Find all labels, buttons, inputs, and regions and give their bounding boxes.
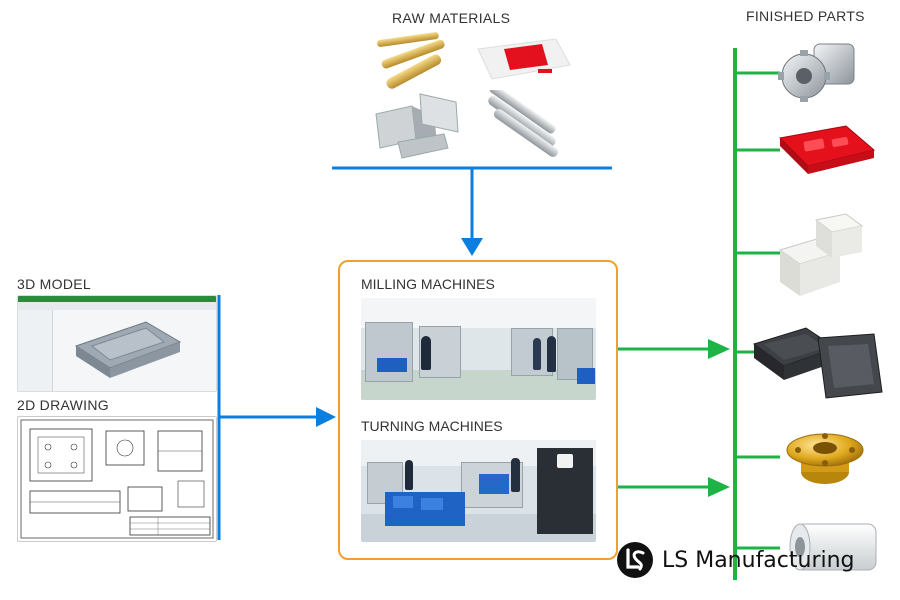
milling-machines-photo	[361, 298, 596, 400]
red-housing-part	[778, 125, 876, 174]
worker-5	[511, 458, 520, 492]
ls-logo-icon	[617, 542, 653, 578]
turning-machines-label: TURNING MACHINES	[361, 418, 503, 434]
milling-output-arrowhead	[708, 339, 730, 359]
cad-ribbon	[18, 302, 216, 310]
gear-shaft-part	[778, 43, 855, 102]
cad-toolbar	[18, 296, 216, 302]
aluminum-blocks-image	[375, 93, 459, 159]
blue-bins-right	[577, 368, 595, 384]
brass-rods-image	[377, 32, 445, 89]
lathe-label-plate	[557, 454, 573, 468]
blue-crate-top-1	[393, 496, 413, 508]
turning-machines-photo	[361, 440, 596, 542]
milling-machine-1	[365, 322, 413, 382]
design-to-process-arrowhead	[316, 407, 336, 427]
worker-3	[533, 338, 541, 370]
2d-drawing-sheet	[17, 416, 217, 542]
milling-machine-4	[557, 328, 593, 380]
milling-machines-label: MILLING MACHINES	[361, 276, 495, 292]
blue-bins	[377, 358, 407, 372]
cad-part-render	[74, 321, 182, 378]
raw-to-process-arrowhead	[461, 238, 483, 256]
3d-model-screenshot	[17, 295, 217, 392]
milling-machine-3	[511, 328, 553, 376]
turning-output-arrowhead	[708, 477, 730, 497]
cad-tree-panel	[18, 310, 53, 391]
white-sleeve-part	[789, 523, 877, 571]
raw-materials-label: RAW MATERIALS	[392, 10, 511, 26]
brand-logo: LS Manufacturing	[616, 540, 855, 580]
machining-process-box	[338, 260, 618, 560]
blue-crate-top-2	[421, 498, 443, 510]
worker-2	[547, 336, 556, 372]
blue-crates-2	[479, 474, 509, 494]
black-tray-part	[752, 327, 883, 399]
technical-drawing-lines	[20, 419, 214, 539]
steel-rods-image	[488, 90, 559, 157]
brand-name: LS Manufacturing	[662, 547, 855, 573]
red-plastic-block-image	[477, 38, 571, 80]
2d-drawing-label: 2D DRAWING	[17, 397, 109, 413]
finished-parts-label: FINISHED PARTS	[746, 8, 865, 24]
brass-nut-part	[786, 433, 864, 484]
3d-model-label: 3D MODEL	[17, 276, 91, 292]
worker-1	[421, 336, 431, 370]
white-bracket-part	[778, 213, 864, 296]
worker-4	[405, 460, 413, 490]
